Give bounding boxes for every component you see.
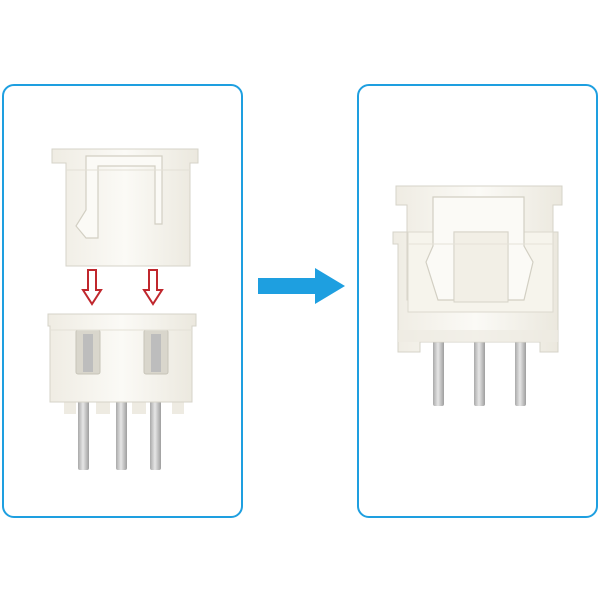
pin — [78, 400, 89, 470]
arrow-right-icon — [258, 268, 345, 304]
pin — [433, 340, 444, 406]
pin — [515, 340, 526, 406]
pin — [150, 400, 161, 470]
pin — [474, 340, 485, 406]
arrow-down-outline-icon — [142, 269, 164, 306]
arrow-down-outline-icon — [81, 269, 103, 306]
pin — [116, 400, 127, 470]
mated-connector — [392, 185, 563, 406]
male-header — [47, 313, 197, 470]
female-housing — [51, 148, 199, 267]
